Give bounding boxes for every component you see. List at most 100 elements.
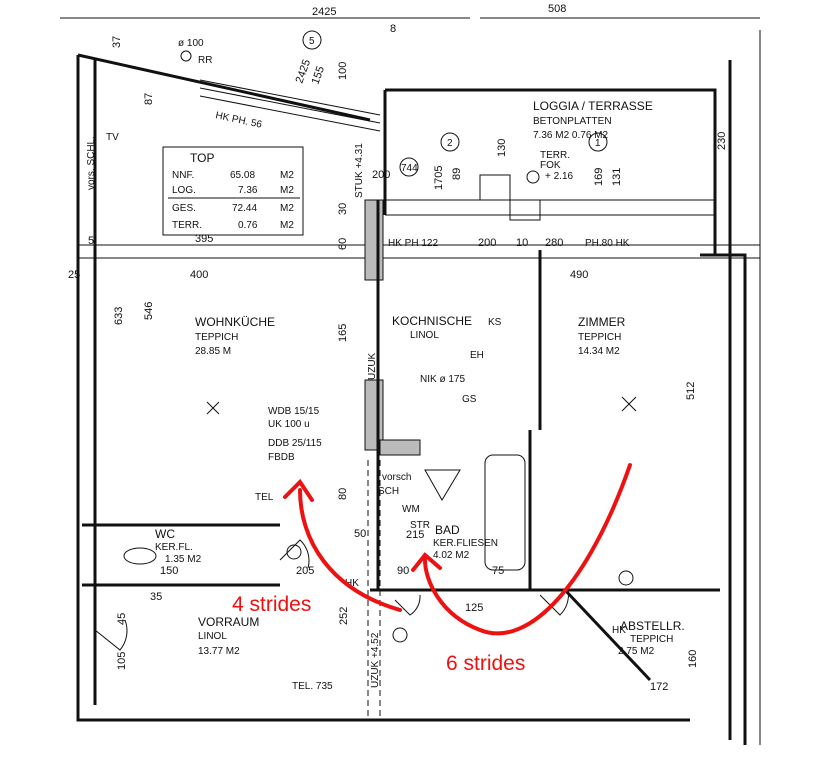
room-name: WOHNKÜCHE (195, 315, 275, 329)
dim: 50 (354, 528, 366, 540)
vorsschl-label: vors. SCHL. (86, 136, 97, 190)
room-finish: TEPPICH (578, 332, 621, 343)
dim: 400 (190, 269, 208, 281)
room-area: 28.85 M (195, 346, 231, 357)
legend-row-key: LOG. (172, 185, 196, 196)
tel735-label: TEL. 735 (292, 681, 333, 692)
axis-5-label: 5 (309, 36, 315, 47)
door-swing (279, 539, 310, 569)
terr-label: TERR. (540, 150, 570, 161)
hk-ph56-label: HK PH. 56 (214, 110, 263, 131)
room-name: KOCHNISCHE (392, 314, 472, 328)
ks-label: KS (488, 317, 502, 328)
uzuk-label: UZUK (367, 352, 378, 380)
room-area: 7.36 M2 0.76 M2 (533, 130, 608, 141)
light-icon (286, 544, 302, 560)
room-name: VORRAUM (198, 615, 259, 629)
room-name: BAD (435, 523, 460, 537)
room-finish: TEPPICH (195, 332, 238, 343)
legend-row-key: GES. (172, 203, 196, 214)
dim: 105 (116, 652, 128, 670)
dimensions: 395 400 490 280 200 10 5 633 546 165 512… (68, 36, 728, 693)
dim: 169 (593, 168, 605, 186)
rr-label: RR (198, 55, 212, 66)
light-icon (392, 627, 408, 643)
room-area: 2.75 M2 (618, 646, 655, 657)
legend-row-unit: M2 (280, 170, 294, 181)
legend-row-value: 65.08 (230, 170, 255, 181)
dim: 87 (143, 93, 155, 105)
room-wohnkueche: WOHNKÜCHE TEPPICH 28.85 M (195, 315, 275, 415)
sink-icon (424, 469, 461, 501)
uk100-label: UK 100 u (268, 419, 310, 430)
room-wc: WC KER.FL. 1.35 M2 (123, 527, 202, 565)
axis-marker-5 (302, 30, 322, 50)
dim: 5 (88, 235, 94, 247)
phi100-label: ø 100 (178, 38, 204, 49)
legend-row-unit: M2 (280, 203, 294, 214)
dim: 37 (111, 36, 123, 48)
dim: 633 (113, 307, 125, 325)
wm-label: WM (402, 504, 420, 515)
nik-label: NIK ø 175 (420, 374, 465, 385)
dim: 1705 (433, 166, 445, 190)
dim: 130 (496, 139, 508, 157)
loggia-railing (199, 79, 541, 221)
dim: 205 (296, 565, 314, 577)
dim-2425: 2425 (312, 6, 336, 18)
fbdb-label: FBDB (268, 452, 295, 463)
dim: 100 (337, 62, 349, 80)
dim: 90 (397, 565, 409, 577)
area-legend: TOP NNF. 65.08 M2 LOG. 7.36 M2 GES. 72.4… (162, 146, 304, 236)
room-name: WC (155, 527, 175, 541)
dim: 125 (465, 602, 483, 614)
level-label: + 2.16 (545, 171, 574, 182)
hk-label: HK (345, 578, 359, 589)
room-finish: KER.FLIESEN (433, 538, 498, 549)
room-area: 4.02 M2 (433, 550, 470, 561)
dim: 131 (611, 168, 623, 186)
axis-1-label: 1 (595, 138, 601, 149)
room-finish: LINOL (410, 330, 439, 341)
room-finish: LINOL (198, 631, 227, 642)
legend-row-unit: M2 (280, 220, 294, 231)
toilet-icon (123, 547, 157, 565)
bathtub-icon (484, 454, 526, 571)
dim: 80 (337, 488, 349, 500)
legend-row-value: 7.36 (238, 185, 258, 196)
axis-marker-744 (399, 157, 419, 177)
sch-label: SCH (378, 486, 399, 497)
room-finish: KER.FL. (155, 542, 193, 553)
room-bad: BAD KER.FLIESEN 4.02 M2 (424, 454, 526, 571)
legend-row-key: NNF. (172, 170, 194, 181)
outlet-icon (180, 50, 192, 62)
dim: 546 (143, 302, 155, 320)
dim: 165 (337, 324, 349, 342)
dim: 512 (685, 382, 697, 400)
hk-ph122-label: HK PH 122 (388, 238, 438, 249)
gs-label: GS (462, 394, 477, 405)
fok-label: FOK (540, 160, 561, 171)
room-vorraum: VORRAUM LINOL 13.77 M2 (198, 615, 259, 657)
dim: 25 (68, 269, 80, 281)
tel-label: TEL (255, 492, 274, 503)
legend-title: TOP (190, 151, 214, 165)
route-4-strides (298, 488, 402, 612)
dim: 230 (716, 132, 728, 150)
dim: 35 (150, 591, 162, 603)
dim: 490 (570, 269, 588, 281)
room-finish: TEPPICH (630, 634, 673, 645)
dim: 150 (160, 565, 178, 577)
annotation-6-strides: 6 strides (446, 652, 525, 675)
axis-marker-1 (588, 132, 608, 152)
door-swing (94, 619, 128, 651)
interior-walls (82, 199, 720, 720)
room-area: 1.35 M2 (165, 554, 202, 565)
dim: 395 (195, 233, 213, 245)
dim: 160 (687, 650, 699, 668)
level-marker (526, 170, 540, 184)
legend-row-unit: M2 (280, 185, 294, 196)
axis-2-label: 2 (447, 138, 453, 149)
ddb-label: DDB 25/115 (268, 438, 322, 449)
